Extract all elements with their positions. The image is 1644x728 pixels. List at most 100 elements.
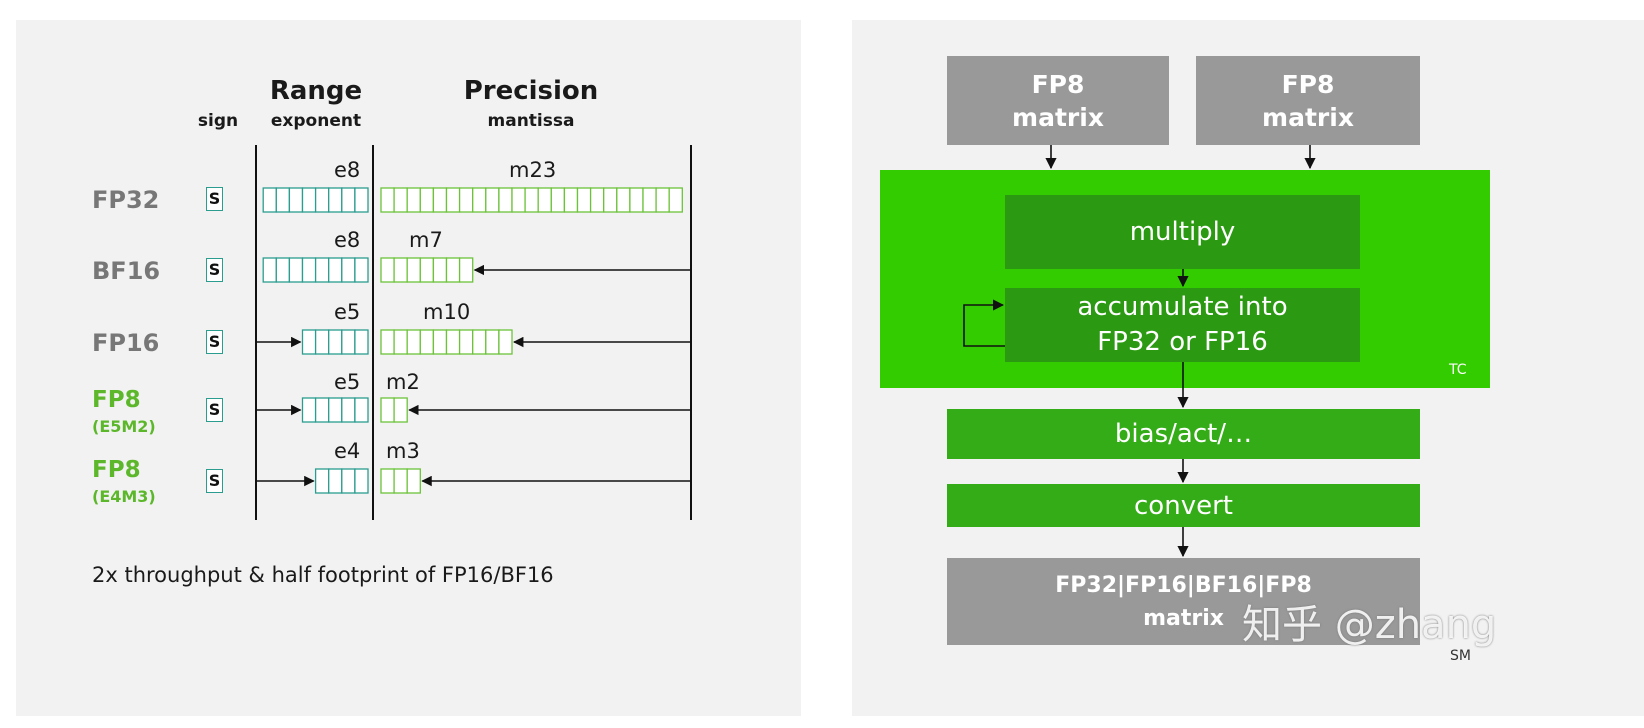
man-label-fp16: m10 xyxy=(423,300,471,324)
format-name-fp32: FP32 xyxy=(92,186,160,214)
exponent-bit-cell xyxy=(301,329,317,355)
multiply-label: multiply xyxy=(1129,216,1236,247)
mantissa-bit-cell xyxy=(511,187,526,213)
convert-stage: convert xyxy=(947,484,1420,527)
mantissa-bit-cell xyxy=(406,187,421,213)
exponent-header: exponent xyxy=(270,111,362,131)
exponent-bit-cell xyxy=(314,329,330,355)
accumulate-line2: FP32 or FP16 xyxy=(1097,327,1268,357)
exponent-bit-cell xyxy=(262,187,277,213)
exponent-bit-cell xyxy=(328,397,343,423)
exponent-bit-cell xyxy=(341,397,356,423)
tc-label: TC xyxy=(1449,362,1467,378)
exponent-bit-cell xyxy=(301,187,317,213)
format-name-fp16: FP16 xyxy=(92,329,160,357)
exponent-bit-cell xyxy=(314,397,330,423)
mantissa-bit-cell xyxy=(445,257,461,283)
exponent-bit-cell xyxy=(341,329,356,355)
mantissa-bit-cell xyxy=(380,329,395,355)
input-b-line2: matrix xyxy=(1262,102,1354,132)
bias-label: bias/act/… xyxy=(1114,419,1253,449)
fp8-input-matrix-a: FP8 matrix xyxy=(947,56,1169,145)
sm-label: SM xyxy=(1450,648,1471,664)
exponent-bit-cell xyxy=(301,397,317,423)
sign-bit-fp8-e4m3: S xyxy=(206,469,223,493)
mantissa-bit-cell xyxy=(485,329,500,355)
mantissa-bit-cell xyxy=(537,187,552,213)
exponent-bit-cell xyxy=(301,257,317,283)
exponent-bit-cell xyxy=(314,187,330,213)
sign-bit-fp32: S xyxy=(206,187,223,211)
sign-bit-fp16: S xyxy=(206,330,223,354)
mantissa-bit-cell xyxy=(380,187,395,213)
mantissa-bit-cell xyxy=(445,187,461,213)
mantissa-bit-cell xyxy=(380,468,395,494)
flow-arrows xyxy=(963,145,1316,558)
convert-label: convert xyxy=(1134,490,1233,521)
exponent-bit-cell xyxy=(262,257,277,283)
input-b-line1: FP8 xyxy=(1281,69,1335,99)
bit-layout-graphic xyxy=(255,145,692,520)
mantissa-bit-cell xyxy=(498,187,513,213)
mantissa-bit-cell xyxy=(576,187,592,213)
tensor-core-panel: FP8 matrix FP8 matrix multiply accumulat… xyxy=(852,20,1644,716)
exponent-bit-cell xyxy=(354,329,369,355)
multiply-stage: multiply xyxy=(1005,195,1360,269)
mantissa-bit-cell xyxy=(524,187,539,213)
range-header: Range xyxy=(269,76,363,106)
exp-label-fp8-e5m2: e5 xyxy=(334,370,361,394)
mantissa-bit-cell xyxy=(629,187,644,213)
accumulate-stage: accumulate into FP32 or FP16 xyxy=(1005,288,1360,362)
exp-label-fp8-e4m3: e4 xyxy=(334,439,361,463)
mantissa-bit-cell xyxy=(498,329,513,355)
exponent-bit-cell xyxy=(354,468,369,494)
exponent-bit-cell xyxy=(328,329,343,355)
fp8-input-matrix-b: FP8 matrix xyxy=(1196,56,1420,145)
accumulate-feedback-loop xyxy=(963,299,1005,347)
exponent-bit-cell xyxy=(354,397,369,423)
mantissa-bit-cell xyxy=(419,257,435,283)
mantissa-bit-cell xyxy=(603,187,618,213)
format-name-fp8-e5m2: FP8 xyxy=(92,387,141,413)
mantissa-bit-cell xyxy=(406,257,421,283)
exponent-bit-cell xyxy=(314,468,330,494)
mantissa-bit-cell xyxy=(406,329,421,355)
mantissa-bit-cell xyxy=(458,257,474,283)
bias-act-stage: bias/act/… xyxy=(947,409,1420,459)
mantissa-bit-cell xyxy=(380,257,395,283)
mantissa-bit-cell xyxy=(616,187,631,213)
format-sub-e4m3: (E4M3) xyxy=(92,487,156,506)
mantissa-bit-cell xyxy=(380,397,395,423)
exp-label-bf16: e8 xyxy=(334,228,361,252)
watermark: 知乎 @zhang xyxy=(1242,602,1497,648)
mantissa-bit-cell xyxy=(393,257,408,283)
exponent-bit-cell xyxy=(275,257,291,283)
output-matrix: FP32|FP16|BF16|FP8 matrix xyxy=(947,558,1420,645)
input-a-line2: matrix xyxy=(1012,102,1104,132)
exponent-bit-cell xyxy=(275,187,291,213)
exp-label-fp32: e8 xyxy=(334,158,361,182)
mantissa-bit-cell xyxy=(642,187,657,213)
exponent-bit-cell xyxy=(354,187,369,213)
mantissa-bit-cell xyxy=(419,187,435,213)
format-name-bf16: BF16 xyxy=(92,257,161,285)
man-label-fp8-e4m3: m3 xyxy=(386,439,420,463)
mantissa-bit-cell xyxy=(432,257,448,283)
exponent-bit-cell xyxy=(341,187,356,213)
output-line1: FP32|FP16|BF16|FP8 xyxy=(1055,572,1312,598)
sign-header: sign xyxy=(197,111,239,131)
format-name-fp8-e4m3: FP8 xyxy=(92,457,141,483)
mantissa-bit-cell xyxy=(432,329,448,355)
exponent-bit-cell xyxy=(328,257,343,283)
mantissa-bit-cell xyxy=(563,187,579,213)
mantissa-bit-cell xyxy=(458,329,474,355)
exponent-bit-cell xyxy=(341,468,356,494)
sign-bit-fp8-e5m2: S xyxy=(206,398,223,422)
exponent-bit-cell xyxy=(328,187,343,213)
exponent-bit-cell xyxy=(288,257,304,283)
mantissa-bit-cell xyxy=(472,329,487,355)
precision-header: Precision xyxy=(463,76,599,106)
format-sub-e5m2: (E5M2) xyxy=(92,417,156,436)
mantissa-bit-cell xyxy=(393,397,408,423)
mantissa-bit-cell xyxy=(406,468,421,494)
